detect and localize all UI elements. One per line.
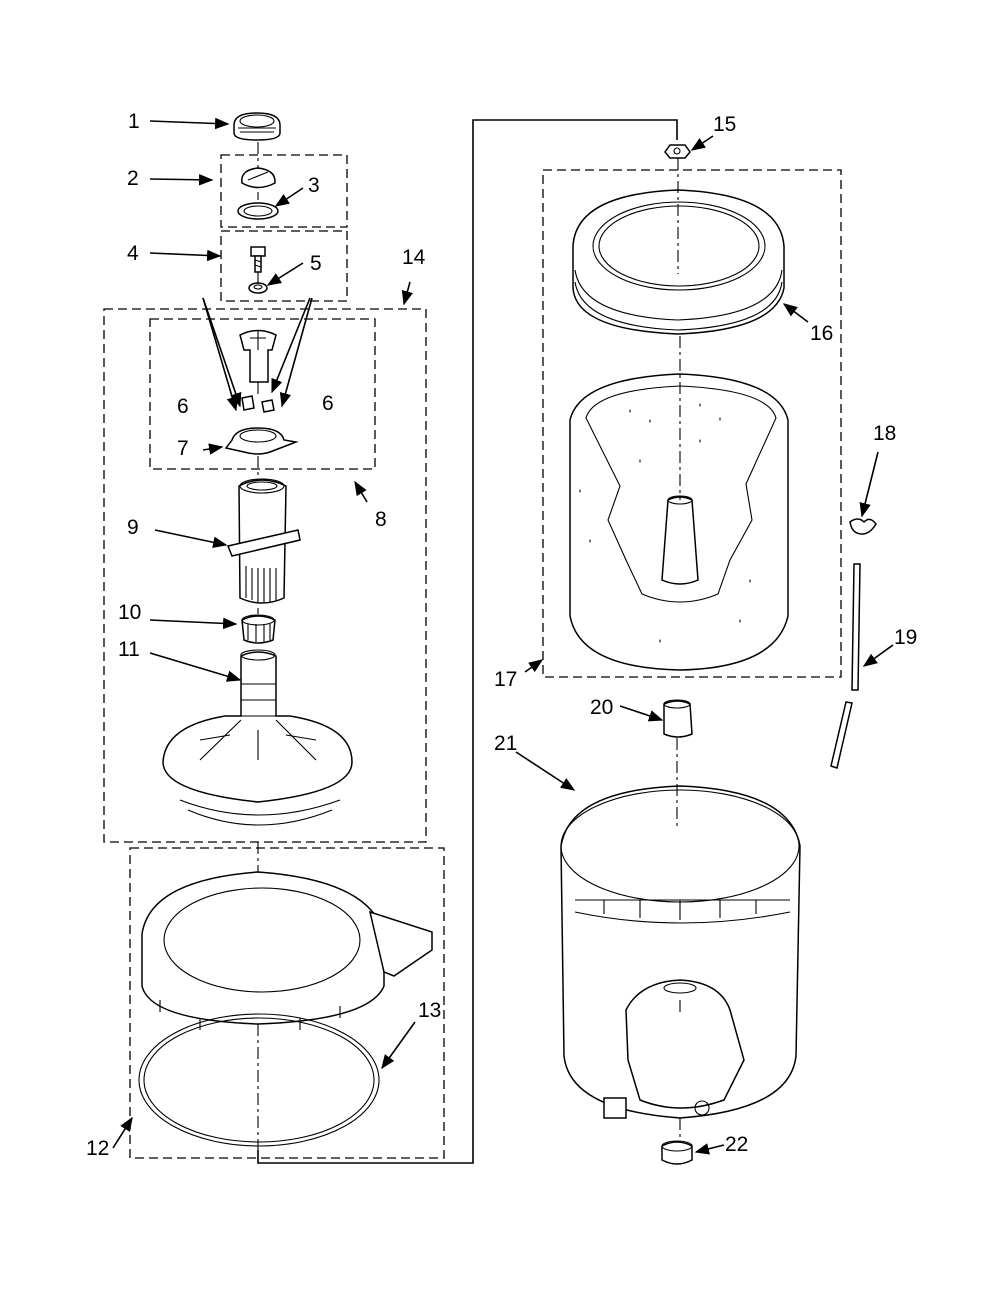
label-21: 21 [494,732,517,755]
label-6-right: 6 [322,392,334,415]
part-7-cam-disc [224,427,299,455]
center-line-right [676,158,681,1140]
part-6-dog-left [241,395,255,411]
part-3-ring [237,202,279,220]
part-4-bolt [250,246,266,273]
label-3: 3 [308,174,320,197]
group-box-14 [103,308,427,843]
label-13: 13 [418,999,441,1022]
group-box-4-5 [220,230,348,302]
label-9: 9 [127,516,139,539]
part-2-clip [241,167,276,189]
part-13-gasket [138,1013,380,1147]
group-box-17 [542,169,842,678]
part-21-outer-tub [560,785,801,1119]
part-1-cap [233,112,281,141]
label-1: 1 [128,110,140,133]
part-9-auger [226,478,301,604]
group-box-8 [149,318,376,470]
label-8: 8 [375,508,387,531]
label-20: 20 [590,696,613,719]
group-box-12 [129,847,445,1159]
label-17: 17 [494,668,517,691]
part-17-basket [569,373,789,671]
label-11: 11 [118,638,140,661]
label-16: 16 [810,322,833,345]
part-18-clip [849,518,877,535]
label-15: 15 [713,113,736,136]
label-5: 5 [310,252,322,275]
part-11-agitator [162,649,353,826]
leader-lines [112,117,894,1155]
group-box-2-3 [220,154,348,228]
assembly-connector-line [257,119,678,1164]
part-8-cam [239,329,277,383]
label-10: 10 [118,601,141,624]
part-12-tub-ring [141,871,433,1030]
part-19-hose [830,563,861,769]
label-4: 4 [127,242,139,265]
part-22-plug [661,1140,693,1165]
part-5-washer [248,282,268,294]
part-15-nut [664,144,691,159]
label-2: 2 [127,167,139,190]
part-20-hub [663,699,693,738]
label-6-left: 6 [177,395,189,418]
label-12: 12 [86,1137,109,1160]
label-14: 14 [402,246,426,269]
label-22: 22 [725,1133,748,1156]
label-19: 19 [894,626,917,649]
part-6-dog-right [261,399,275,413]
label-7: 7 [177,437,189,460]
part-10-bearing [241,614,276,644]
label-18: 18 [873,422,896,445]
